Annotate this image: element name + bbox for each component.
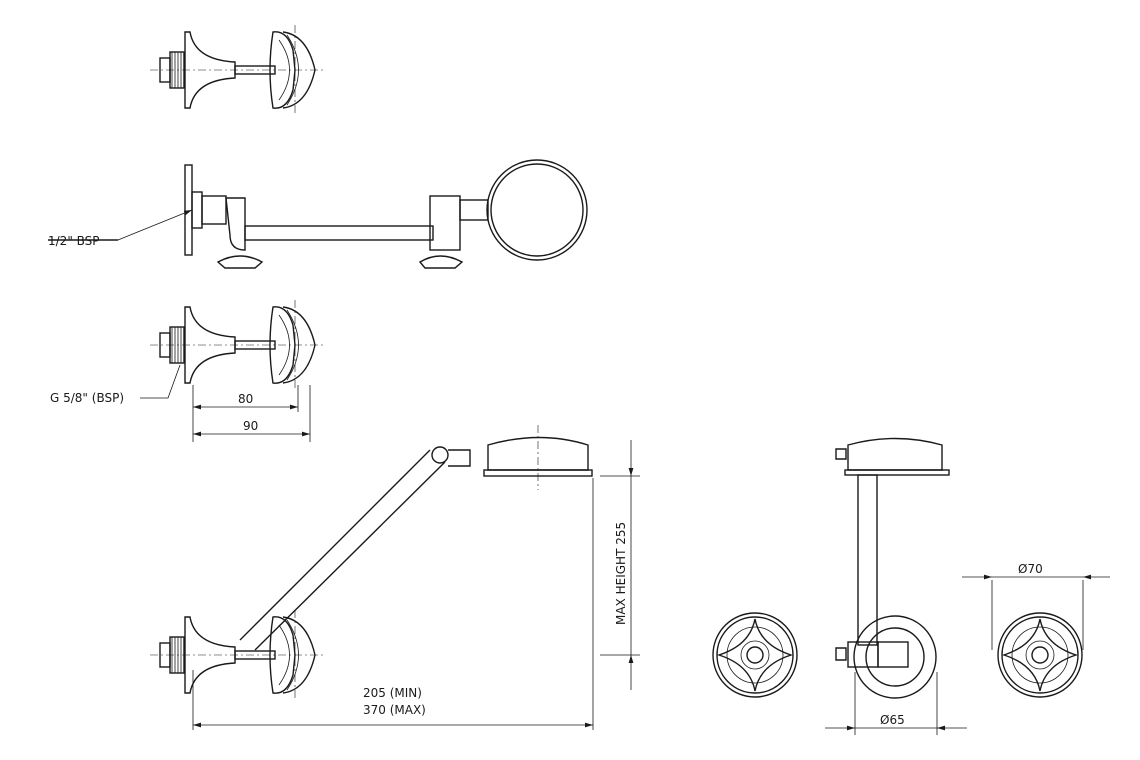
tap-side-view-middle [149, 299, 326, 391]
tap-side-view-top [149, 24, 326, 116]
shower-arm-top-view [48, 159, 588, 269]
dim-90-label: 90 [243, 419, 258, 433]
diameter-70-label: Ø70 [1018, 562, 1043, 576]
reach-min-label: 205 (MIN) [363, 686, 422, 700]
shower-front-view [825, 437, 1110, 735]
diameter-65-label: Ø65 [880, 713, 905, 727]
max-height-label: MAX HEIGHT 255 [614, 522, 628, 625]
handle-front-left [712, 612, 798, 698]
thread-g58-label: G 5/8" (BSP) [50, 391, 124, 405]
handle-front-right [997, 612, 1083, 698]
thread-half-bsp-label: 1/2" BSP [48, 234, 100, 248]
dim-80-label: 80 [238, 392, 253, 406]
reach-max-label: 370 (MAX) [363, 703, 426, 717]
shower-elevation-view [149, 425, 640, 730]
